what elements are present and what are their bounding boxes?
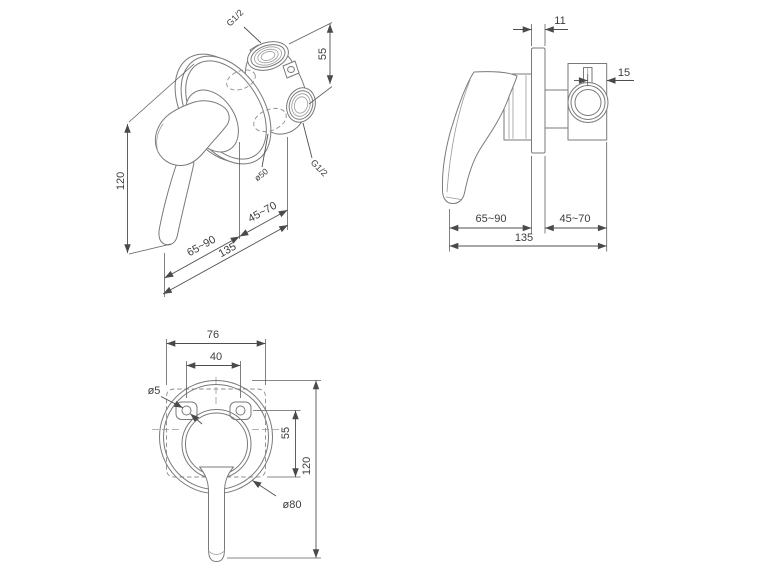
side-view: 11 15 65~90 45~70 135 bbox=[441, 15, 634, 252]
ext-120-top bbox=[128, 63, 195, 123]
dimline-135 bbox=[162, 224, 289, 295]
plate-edge bbox=[531, 47, 546, 154]
dim-65-90: 65~90 bbox=[185, 234, 218, 259]
fixing-tab-mid bbox=[282, 60, 300, 79]
dim-45-70: 45~70 bbox=[246, 200, 279, 225]
leader-thread-top bbox=[243, 26, 262, 44]
dim-sv-65-90: 65~90 bbox=[476, 213, 507, 225]
lever-tip-line bbox=[445, 196, 462, 200]
side-port bbox=[286, 87, 316, 123]
dim-120f: 120 bbox=[301, 457, 313, 475]
lever-handle bbox=[441, 71, 518, 205]
outlet-port-outer bbox=[567, 82, 609, 123]
leader-plate-dia bbox=[252, 480, 277, 497]
valve-stem bbox=[544, 89, 569, 129]
hidden-wall-hole bbox=[253, 107, 287, 133]
dim-sv-135: 135 bbox=[515, 232, 533, 244]
leader-wall-hole bbox=[261, 133, 269, 168]
dim-15: 15 bbox=[618, 67, 630, 79]
top-port bbox=[247, 41, 289, 71]
front-view: 76 40 ø5 55 120 ø80 bbox=[148, 329, 321, 562]
ext-120-bot bbox=[128, 243, 172, 255]
dim-sv-45-70: 45~70 bbox=[560, 213, 591, 225]
screw-hole-left bbox=[181, 405, 192, 416]
lever-edge-line bbox=[446, 79, 471, 193]
ext-55-top bbox=[288, 22, 333, 45]
dim-11: 11 bbox=[554, 15, 565, 27]
grip-highlight bbox=[156, 123, 164, 153]
dim-40: 40 bbox=[210, 351, 222, 363]
dim-55f: 55 bbox=[280, 427, 292, 439]
boss-inner bbox=[185, 412, 248, 476]
hidden-top-hole bbox=[226, 69, 256, 91]
stem-tip-cap bbox=[208, 550, 225, 555]
dim-55: 55 bbox=[317, 48, 329, 60]
label-wall-hole-dia: ø50 bbox=[252, 166, 270, 183]
outlet-port-bore bbox=[574, 89, 602, 116]
label-thread-top: G1/2 bbox=[224, 7, 245, 28]
screw-hole-right bbox=[235, 405, 246, 416]
isometric-view: G1/2 55 G1/2 ø50 120 65~90 45~70 135 bbox=[115, 7, 334, 297]
hidden-box bbox=[166, 388, 266, 478]
dim-135: 135 bbox=[217, 241, 239, 260]
dim-76: 76 bbox=[207, 329, 219, 341]
lever-arm bbox=[158, 154, 195, 246]
dim-screw-dia: ø5 bbox=[148, 385, 161, 397]
dim-120: 120 bbox=[115, 172, 127, 190]
dim-plate-dia: ø80 bbox=[283, 499, 302, 511]
leader-screw-dia-1 bbox=[160, 396, 184, 409]
ext-55-bot bbox=[308, 86, 333, 105]
leader-screw-dia-2 bbox=[190, 413, 203, 425]
fixing-tab-mid-hole bbox=[287, 66, 295, 73]
label-thread-side: G1/2 bbox=[309, 157, 330, 178]
screw-ear-right bbox=[229, 401, 252, 420]
lever-stem bbox=[199, 466, 234, 562]
screw-ear-left bbox=[175, 401, 198, 420]
leader-thread-side bbox=[302, 122, 313, 159]
